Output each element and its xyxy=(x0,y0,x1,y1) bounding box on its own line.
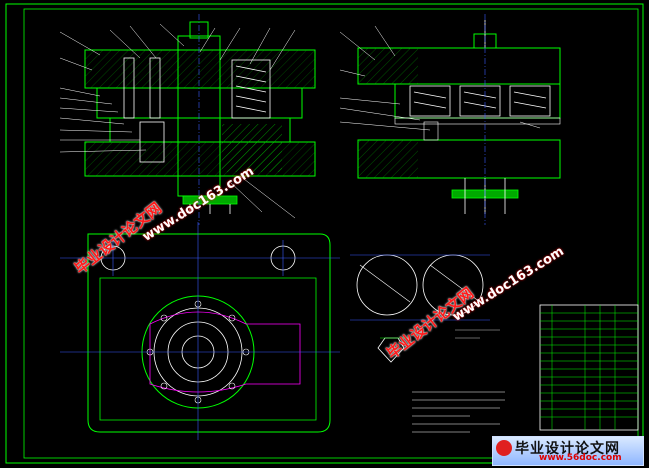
front-section-view xyxy=(59,14,316,225)
outer-frame xyxy=(5,3,644,464)
site-logo-icon xyxy=(496,440,512,456)
workpiece-detail xyxy=(350,254,500,363)
side-section-view xyxy=(339,14,561,225)
site-badge: 毕业设计论文网 www.56doc.com xyxy=(492,436,644,466)
badge-title: 毕业设计论文网 xyxy=(515,441,620,457)
badge-url: www.56doc.com xyxy=(539,453,622,463)
inner-frame xyxy=(23,8,639,459)
plan-view xyxy=(60,222,340,440)
title-block xyxy=(539,304,639,431)
technical-notes xyxy=(412,391,505,433)
